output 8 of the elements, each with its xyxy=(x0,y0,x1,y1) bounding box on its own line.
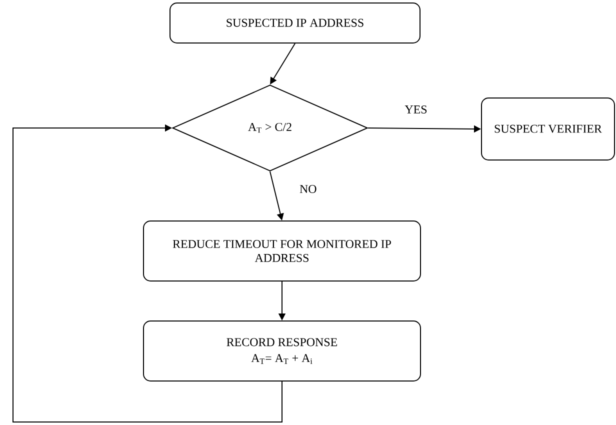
edge-label: NO xyxy=(298,183,319,196)
arrow xyxy=(12,124,282,422)
edge-label: YES xyxy=(402,103,430,116)
arrow xyxy=(270,43,296,84)
process-box: SUSPECTED IP ADDRESS xyxy=(170,2,420,44)
process-box: REDUCE TIMEOUT FOR MONITORED IP ADDRESS xyxy=(143,220,421,282)
process-box: SUSPECT VERIFIER xyxy=(481,98,615,160)
process-box: RECORD RESPONSE A$_{T}$= A$_{T}$ + A$_{i}$ xyxy=(143,320,421,382)
